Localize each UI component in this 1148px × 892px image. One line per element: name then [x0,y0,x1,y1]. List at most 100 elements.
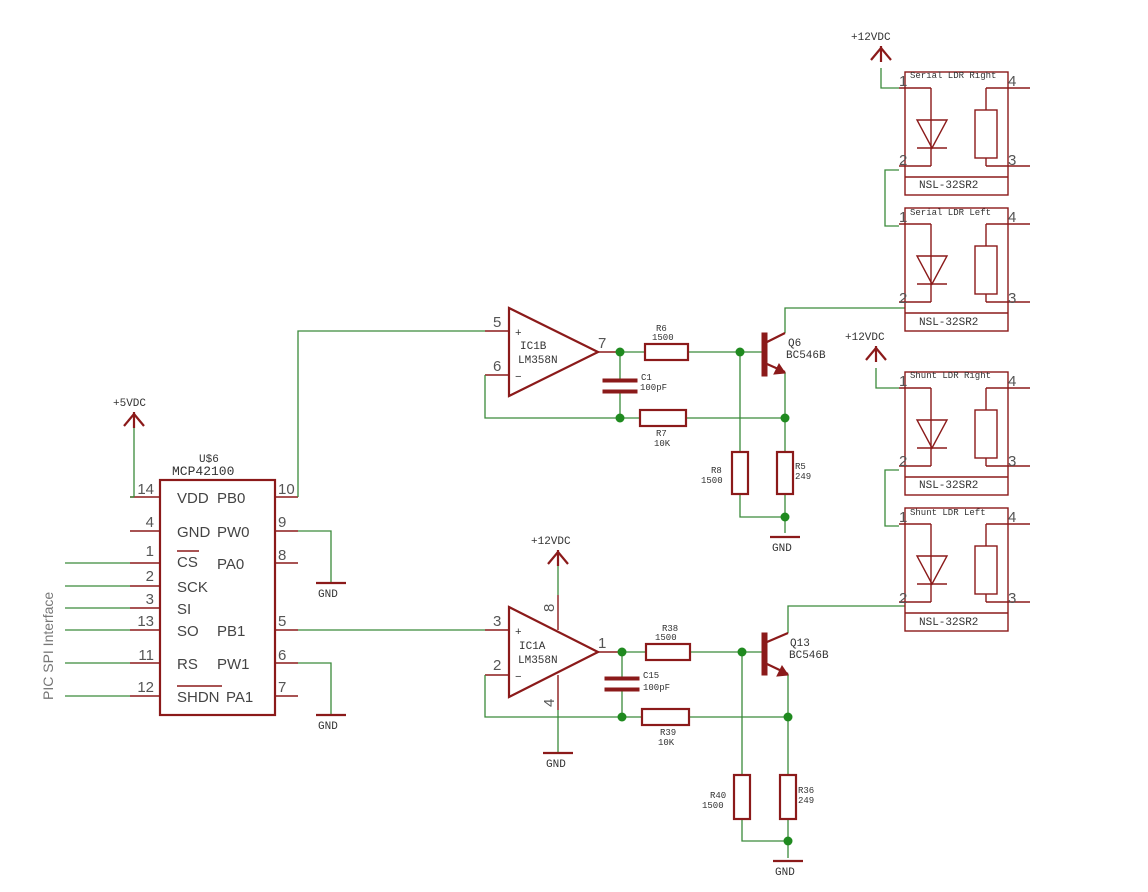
mcp-pin-num: 1 [146,543,154,560]
r40-value: 1500 [702,801,724,811]
pic-spi-interface: PIC SPI Interface [40,562,130,700]
mcp-pin-num: 10 [278,481,295,498]
mcp-pin-num: 2 [146,568,154,585]
ic1a-value: LM358N [518,655,558,667]
wire-pb0-ic1b [297,330,485,497]
ic1a-pin: 2 [493,657,501,674]
ic1b-pin: 7 [598,335,606,352]
r7-value: 10K [654,439,671,449]
mcp-pin-name: PB1 [217,623,245,640]
mcp-pin-name: RS [177,656,198,673]
r6-name: R6 [656,324,667,334]
supply-12v-ic1a: +12VDC GND [531,536,573,771]
r7-name: R7 [656,429,667,439]
r38-value: 1500 [655,633,677,643]
mcp-pin-name: PB0 [217,490,245,507]
q13-value: BC546B [789,650,829,662]
ic1a-pin: 3 [493,613,501,630]
ldr-pin: 1 [899,73,907,90]
wire-ldr-serial-link [884,169,899,227]
ldr-pin: 4 [1008,209,1016,226]
mcp42100-ic: 14 4 1 2 3 13 11 12 VDD GND CS SCK SI SO… [130,454,298,717]
ldr-serial-right: Serial LDR Right NSL-32SR2 1 2 3 4 [898,71,1031,196]
mcp-pin-num: 3 [146,591,154,608]
resistor-r36 [778,773,798,821]
mcp-pin-num: 5 [278,613,286,630]
mcp-pin-name: SCK [177,579,208,596]
mcp-pin-name: PA0 [217,556,244,573]
capacitor-c1 [602,378,638,394]
gnd-label: GND [318,589,338,601]
ldr-pin: 3 [1008,453,1016,470]
ldr-pin: 2 [899,152,907,169]
q6-name: Q6 [788,338,801,350]
mcp-pin-name: SHDN [177,689,220,706]
ldr-value: NSL-32SR2 [919,317,978,329]
ic1a-minus-sign: − [515,672,522,684]
ic1a-name: IC1A [519,641,546,653]
ldr-name: Shunt LDR Left [910,508,986,518]
supply-12v-label: +12VDC [531,536,571,548]
ldr-pin: 4 [1008,373,1016,390]
resistor-r8 [730,450,750,496]
mcp-pin-name: SO [177,623,199,640]
ldr-value: NSL-32SR2 [919,180,978,192]
supply-5v: +5VDC [113,398,146,498]
c15-value: 100pF [643,683,670,693]
r6-value: 1500 [652,333,674,343]
ldr-pin: 1 [899,209,907,226]
junctions [615,347,793,846]
resistor-r38 [644,642,692,662]
ldr-pin: 3 [1008,152,1016,169]
ic1b-plus-sign: + [515,328,522,340]
r38-name: R38 [662,624,678,634]
mcp-pin-name: SI [177,601,191,618]
ic1b-name: IC1B [520,341,547,353]
supply-12v-label: +12VDC [851,32,891,44]
mcp-value-label: MCP42100 [172,464,234,479]
capacitor-c15 [604,676,640,692]
r8-name: R8 [711,466,722,476]
ic1b-pin: 5 [493,314,501,331]
ldr-pin: 3 [1008,590,1016,607]
mcp-ref-label: U$6 [199,454,219,466]
ldr-name: Serial LDR Left [910,208,991,218]
c1-name: C1 [641,373,652,383]
mcp-pin-lines [130,496,298,697]
mcp-pin-num: 9 [278,514,286,531]
ldr-pin: 2 [899,453,907,470]
mcp-pin-num: 7 [278,679,286,696]
mcp-pin-num: 6 [278,647,286,664]
mcp-pin-num: 4 [146,514,154,531]
wire-ldr-shunt-link [884,469,899,527]
mcp-pin-name: PW1 [217,656,250,673]
mcp-pin-name: VDD [177,490,209,507]
gnd-pw0: GND [298,530,346,601]
r5-name: R5 [795,462,806,472]
r39-name: R39 [660,728,676,738]
ldr-name: Shunt LDR Right [910,371,991,381]
mcp-pin-name: GND [177,524,211,541]
mcp-pin-num: 12 [137,679,154,696]
supply-12v-shunt: +12VDC [845,332,899,389]
supply-12v-serial: +12VDC [851,32,899,89]
opamp-ic1b: 5 6 7 + − IC1B LM358N [485,306,620,398]
resistor-r5 [775,450,795,496]
ldr-pin: 2 [899,290,907,307]
q6-value: BC546B [786,350,826,362]
mcp-pin-name: CS [177,554,198,571]
mcp-pin-num: 8 [278,547,286,564]
opamp-ic1a: 3 2 1 8 4 + − IC1A LM358N [485,595,620,710]
pic-spi-label: PIC SPI Interface [40,592,56,700]
mcp-pin-num: 13 [137,613,154,630]
ldr-serial-left: Serial LDR Left NSL-32SR2 1 2 3 4 [898,207,1031,332]
c1-value: 100pF [640,383,667,393]
ldr-pin: 4 [1008,73,1016,90]
r39-value: 10K [658,738,675,748]
transistor-q6 [761,332,786,377]
gnd-label: GND [546,759,566,771]
ldr-shunt-right: Shunt LDR Right NSL-32SR2 1 2 3 4 [898,371,1031,496]
ic1a-plus-sign: + [515,627,522,639]
r8-value: 1500 [701,476,723,486]
